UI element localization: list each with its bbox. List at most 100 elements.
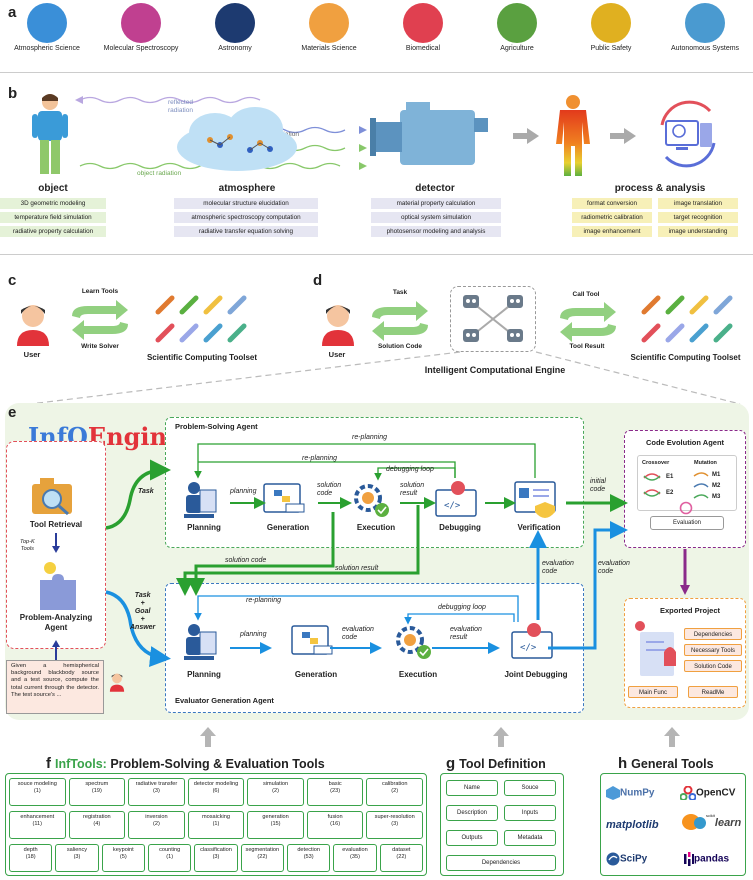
object-radiation-label: object radiation [137, 170, 182, 177]
tool-category-count: (11) [32, 821, 43, 828]
evaluation-code-label: evaluation code [542, 560, 574, 576]
panel-f-label: f [46, 755, 51, 772]
domain-item: Molecular Spectroscopy [94, 0, 188, 52]
tool-category-name: generation [262, 814, 289, 820]
arrow-icon [513, 128, 539, 149]
arrow-icon [610, 128, 636, 149]
call-tool-label: Call Tool [572, 291, 600, 298]
m1-label: M1 [712, 472, 721, 478]
panel-g-label: g [446, 755, 456, 772]
tool-definition-field: Name [446, 780, 498, 796]
code-evolution-box [624, 430, 746, 548]
evaluator-agent-title: Evaluator Generation Agent [175, 696, 274, 705]
general-tools-box [600, 773, 746, 876]
up-arrow-icon [664, 727, 680, 752]
domain-item: Agriculture [470, 0, 564, 52]
tool-category-count: (53) [303, 854, 314, 861]
numpy-logo: NumPy [606, 786, 654, 800]
domain-label: Biomedical [405, 45, 441, 52]
tool-category-count: (15) [270, 821, 281, 828]
problem-analyzing-label: Problem-Analyzing Agent [19, 613, 93, 633]
debugging-loop-label: debugging loop [386, 466, 434, 473]
m3-label: M3 [712, 494, 721, 500]
domain-label: Materials Science [301, 45, 357, 52]
detector-camera-icon [370, 102, 490, 177]
sprout-icon [497, 3, 537, 43]
tool-category-cell: detector modeling(6) [187, 778, 245, 806]
tool-category-name: detector modeling [193, 781, 239, 787]
tool-category-count: (19) [91, 788, 102, 795]
tool-category-count: (2) [153, 821, 160, 828]
exported-item: Dependencies [684, 628, 742, 640]
domain-label: Molecular Spectroscopy [103, 45, 179, 52]
engine-label: Intelligent Computational Engine [424, 365, 566, 375]
svg-text:</>: </> [520, 643, 537, 653]
general-tools-title: General Tools [631, 757, 714, 771]
tool-category-count: (23) [330, 788, 341, 795]
divider [0, 72, 753, 73]
tool-category-cell: generation(15) [247, 811, 304, 839]
tool-category-cell: segmentation(22) [240, 844, 284, 872]
solution-code-label: solution code [317, 482, 342, 498]
tool-result-label: Tool Result [569, 343, 605, 350]
e1-label: E1 [666, 474, 674, 480]
user-label: User [23, 350, 41, 359]
tag: radiometric calibration [572, 212, 652, 223]
domain-label: Autonomous Systems [670, 45, 740, 52]
sklearn-small-label: scikit [706, 813, 715, 818]
sklearn-label: learn [714, 817, 742, 830]
tool-category-count: (3) [212, 854, 220, 861]
task-goal-answer-label: Task + Goal + Answer [130, 592, 156, 632]
tool-definition-field: Inputs [504, 805, 556, 821]
tag: format conversion [572, 198, 652, 209]
tool-category-cell: saliency(3) [55, 844, 99, 872]
panel-f-title-text: Problem-Solving & Evaluation Tools [106, 757, 325, 771]
tool-category-name: spectrum [85, 781, 109, 787]
tool-category-name: segmentation [245, 847, 280, 853]
task-label: Task [392, 289, 408, 296]
task-label: Task [138, 488, 154, 495]
tool-category-name: depth [23, 847, 38, 853]
crossover-panel [637, 455, 737, 511]
planning-label: planning [240, 631, 267, 638]
evaluation-code-label: evaluation code [342, 626, 374, 642]
tool-category-count: (1) [33, 788, 41, 795]
toolset-label: Scientific Computing Toolset [146, 353, 258, 362]
zoom-lines [29, 351, 741, 405]
verification-icon [513, 480, 561, 525]
tool-category-name: keypoint [112, 847, 134, 853]
tool-definition-field: Dependencies [446, 855, 556, 871]
tool-category-name: calibration [381, 781, 408, 787]
tag: 3D geometric modeling [0, 198, 106, 209]
planning-icon [178, 622, 218, 671]
step-label: Generation [294, 670, 338, 679]
tool-category-count: (2) [391, 788, 399, 795]
execution-icon [350, 480, 394, 525]
tool-category-cell: spectrum(19) [68, 778, 126, 806]
domain-label: Public Safety [590, 45, 632, 52]
step-label: Verification [517, 523, 561, 532]
exported-item: Solution Code [684, 660, 742, 672]
tool-category-count: (5) [119, 854, 127, 861]
tool-category-name: souce modeling [17, 781, 57, 787]
tool-category-count: (3) [391, 821, 399, 828]
tool-category-name: registration [83, 814, 111, 820]
debugging-icon: </> [434, 480, 482, 525]
tag: material property calculation [371, 198, 501, 209]
toolset-icon [150, 292, 262, 351]
numpy-label: NumPy [620, 787, 655, 799]
tool-retrieval-label: Tool Retrieval [29, 520, 83, 529]
pandas-label: pandas [694, 853, 730, 865]
crossover-label: Crossover [642, 460, 670, 466]
arrow-down-icon [680, 549, 690, 602]
user-avatar [109, 672, 125, 697]
analysis-computer-icon [650, 95, 725, 178]
domain-item: Autonomous Systems [658, 0, 752, 52]
tag: optical system simulation [371, 212, 501, 223]
toolset-label: Scientific Computing Toolset [630, 353, 741, 362]
panel-d-label: d [313, 272, 323, 289]
mutation-label: Mutation [694, 460, 717, 466]
